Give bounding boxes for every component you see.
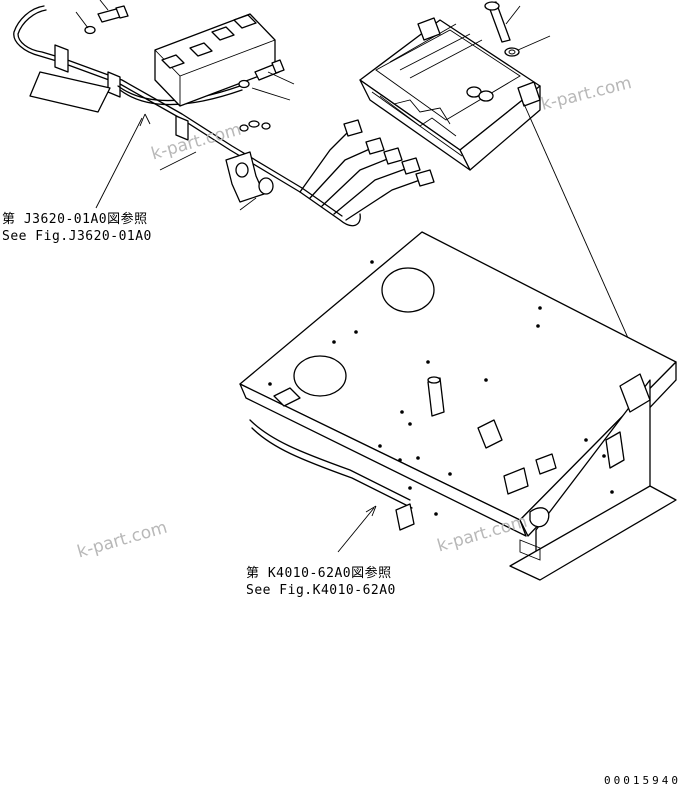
reference-label-j3620-jp: 第 J3620-01A0図参照: [2, 212, 148, 227]
controller-unit: [359, 17, 541, 171]
reference-label-j3620-en: See Fig.J3620-01A0: [2, 229, 152, 244]
floor-plate: [239, 231, 677, 581]
reference-label-k4010-en: See Fig.K4010-62A0: [246, 583, 396, 598]
connector-wires: [299, 119, 435, 227]
harness-clamp: [225, 151, 274, 203]
reference-label-k4010-jp: 第 K4010-62A0図参照: [246, 566, 392, 581]
bolts: [84, 1, 520, 132]
drawing-code: 00015940: [604, 774, 681, 787]
leader-lines: [75, 0, 645, 553]
relay-block: [154, 13, 276, 107]
